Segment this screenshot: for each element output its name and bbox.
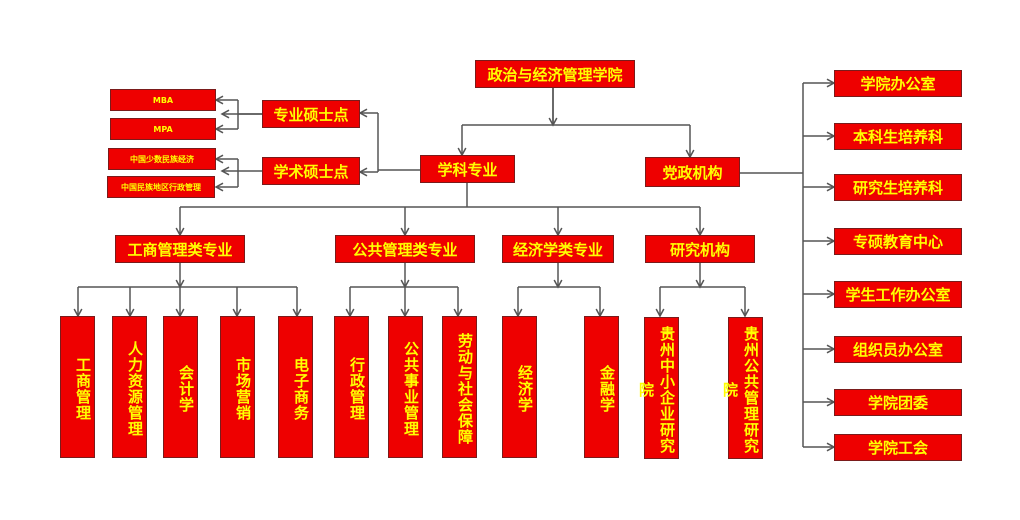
arrow-head-icon [214,124,224,134]
acad-master-item: 中国民族地区行政管理 [107,176,215,198]
arrow-head-icon [220,109,230,119]
leaf-node: 人力资源管理 [112,316,147,458]
acad-master-item: 中国少数民族经济 [108,148,216,170]
subjects-node: 学科专业 [420,155,515,183]
leaf-node: 公共事业管理 [388,316,423,458]
prof-master-item: MBA [110,89,216,111]
arrow-head-icon [358,108,368,118]
leaf-node: 劳动与社会保障 [442,316,477,458]
leaf-node: 经济学 [502,316,537,458]
arrow-head-icon [740,308,750,318]
arrow-head-icon [214,95,224,105]
arrow-head-icon [214,182,224,192]
admin-office: 学院团委 [834,389,962,416]
category-node: 公共管理类专业 [335,235,475,263]
leaf-node: 电子商务 [278,316,313,458]
leaf-node: 工商管理 [60,316,95,458]
admin-office: 本科生培养科 [834,123,962,150]
admin-office: 组织员办公室 [834,336,962,363]
leaf-node: 贵州公共管理研究院 [721,317,763,459]
leaf-node: 贵州中小企业研究院 [637,317,679,459]
admin-node: 党政机构 [645,157,740,187]
leaf-node: 市场营销 [220,316,255,458]
admin-office: 学院办公室 [834,70,962,97]
admin-office: 研究生培养科 [834,174,962,201]
leaf-node: 会计学 [163,316,198,458]
arrow-head-icon [175,279,185,289]
leaf-node: 行政管理 [334,316,369,458]
arrow-head-icon [358,167,368,177]
admin-office: 学院工会 [834,434,962,461]
leaf-node: 金融学 [584,316,619,458]
arrow-head-icon [695,279,705,289]
arrow-head-icon [220,166,230,176]
category-node: 研究机构 [645,235,755,263]
category-node: 经济学类专业 [502,235,614,263]
arrow-head-icon [400,279,410,289]
arrow-head-icon [553,279,563,289]
admin-office: 学生工作办公室 [834,281,962,308]
arrow-head-icon [214,154,224,164]
category-node: 工商管理类专业 [115,235,245,263]
root-node: 政治与经济管理学院 [475,60,635,88]
acad-master-node: 学术硕士点 [262,157,360,185]
arrow-head-icon [655,308,665,318]
admin-office: 专硕教育中心 [834,228,962,255]
arrow-head-icon [548,117,558,127]
prof-master-item: MPA [110,118,216,140]
prof-master-node: 专业硕士点 [262,100,360,128]
